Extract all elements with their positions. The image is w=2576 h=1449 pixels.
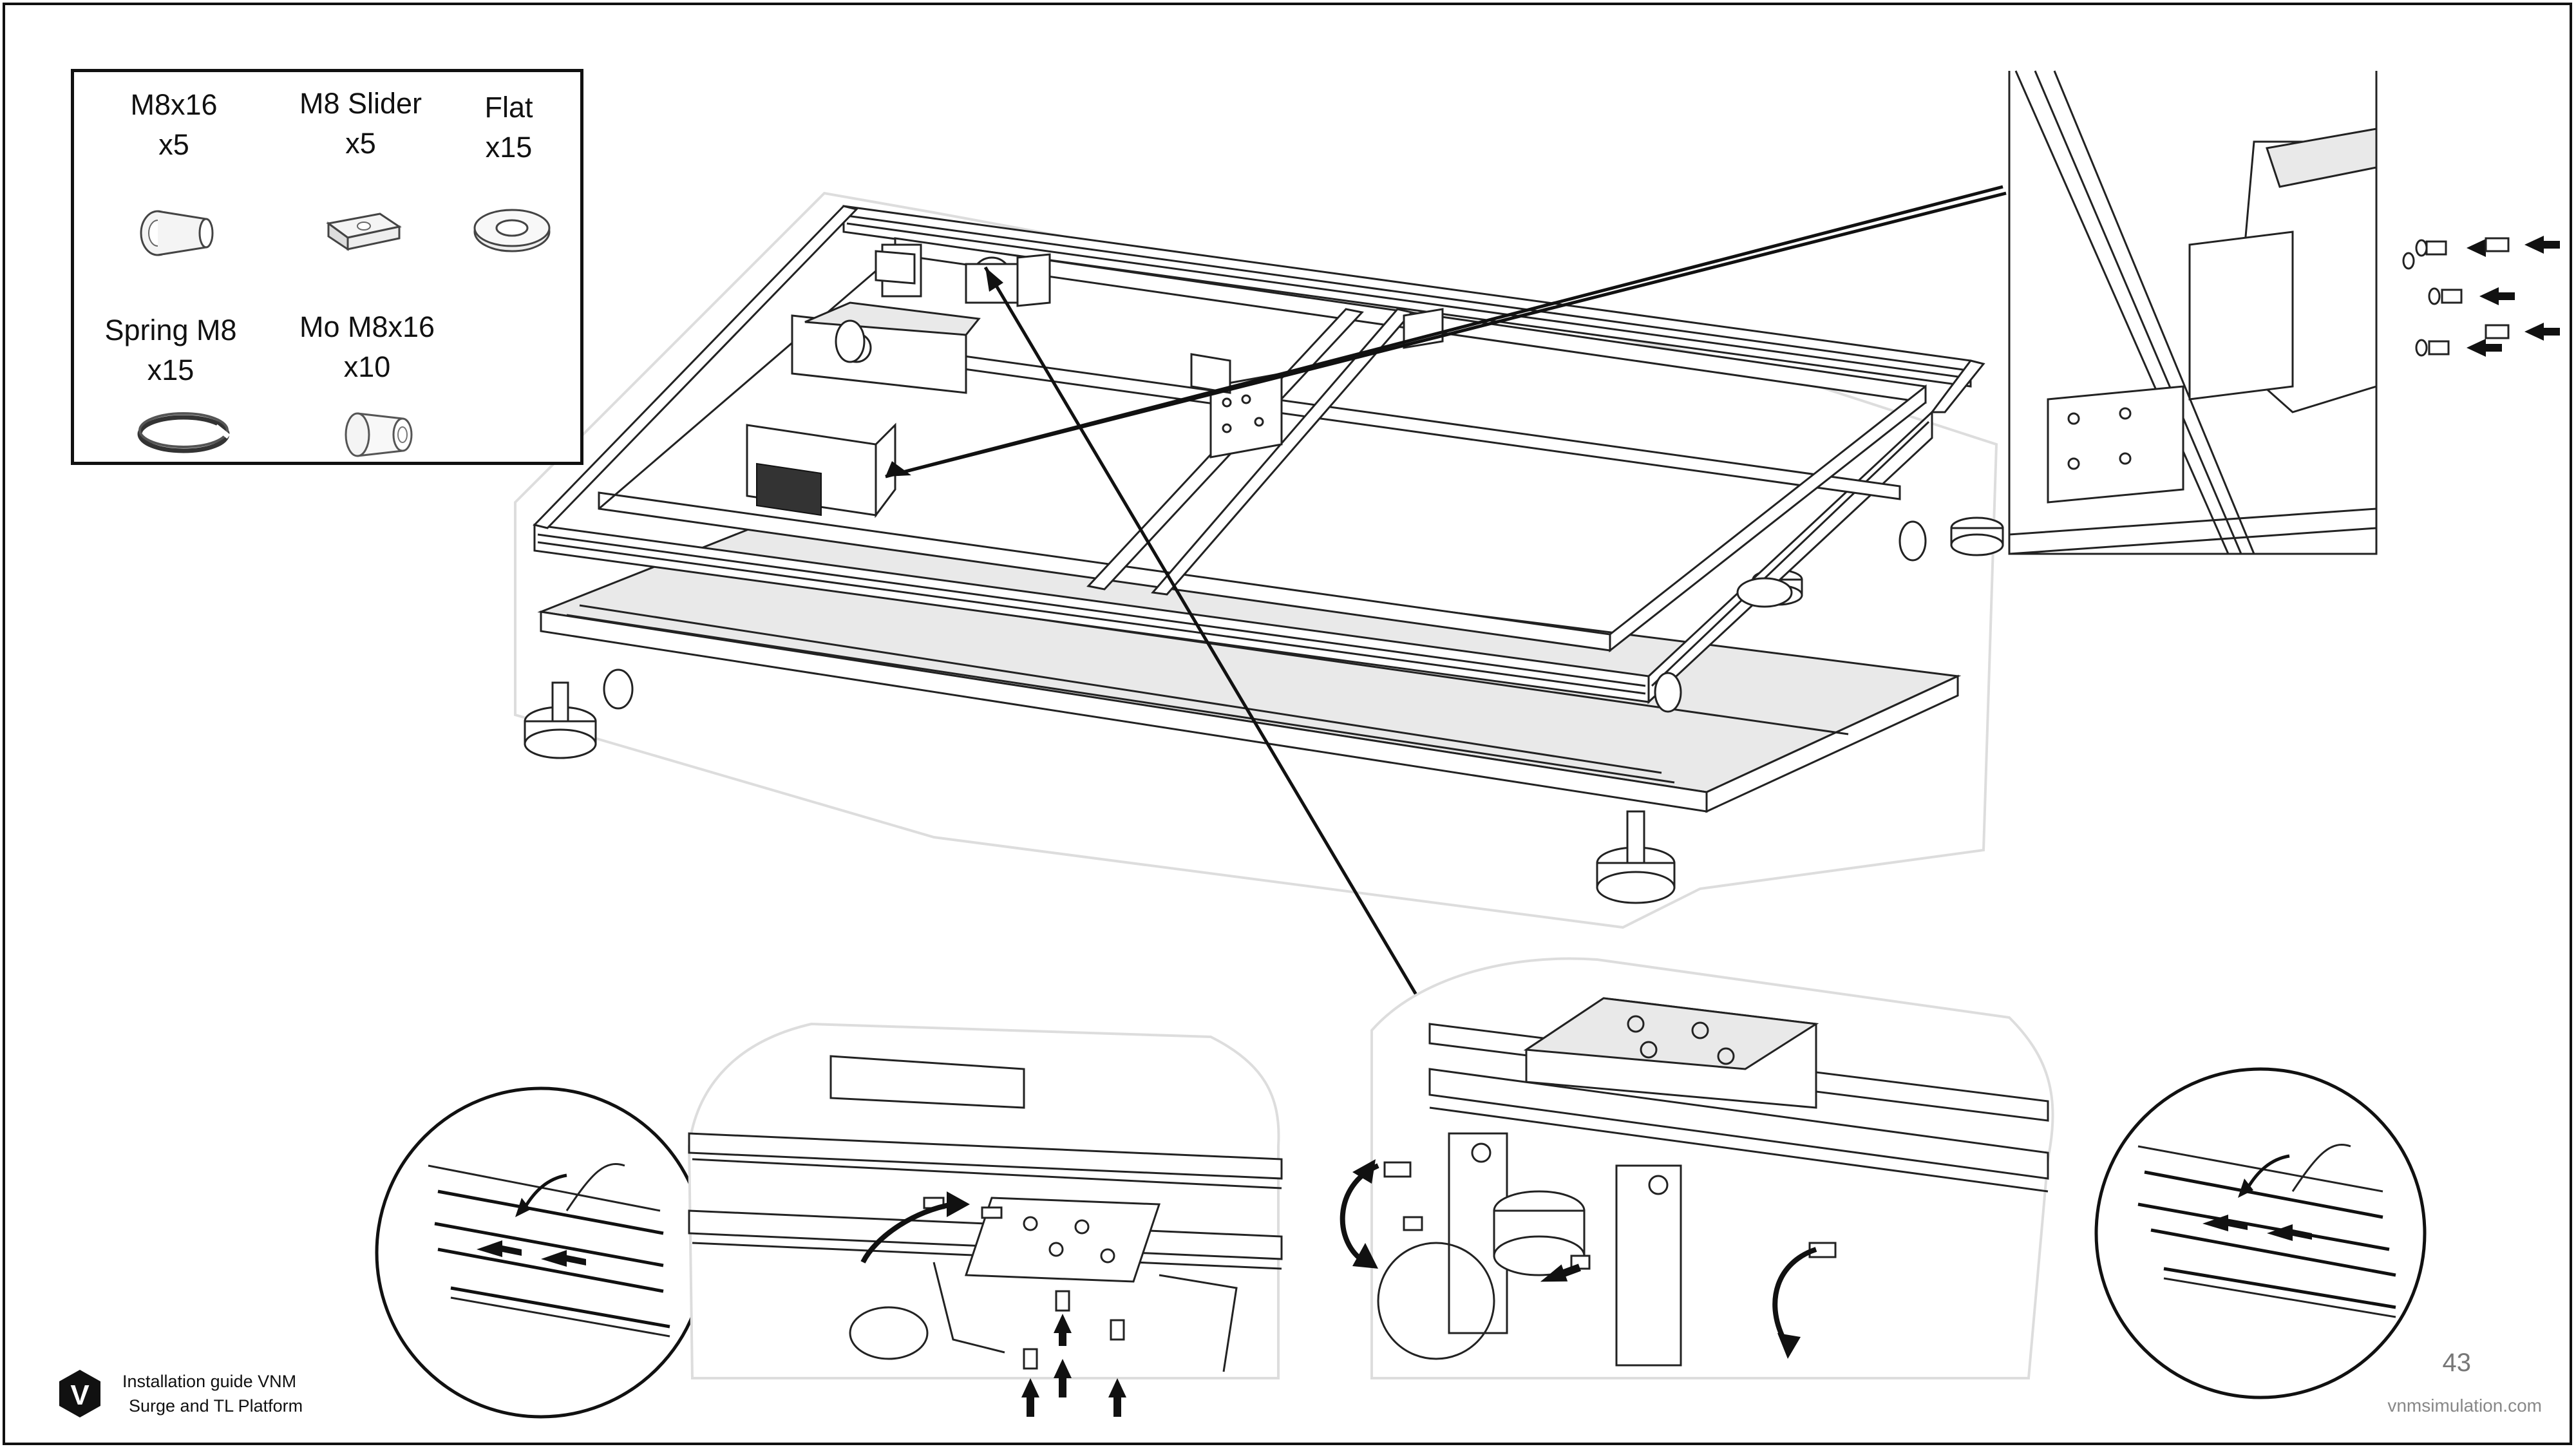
website-url: vnmsimulation.com <box>2387 1396 2542 1416</box>
part-name: Flat <box>484 91 533 124</box>
detail-view-slider-insertion <box>687 1022 1283 1417</box>
detail-view-bracket-mount <box>1340 957 2054 1379</box>
part-quantity: x10 <box>343 350 391 383</box>
part-mo-m8x16-label: Mo M8x16 x10 <box>290 307 444 387</box>
part-quantity: x5 <box>345 127 376 160</box>
flat-washer-icon <box>473 209 551 252</box>
spring-washer-icon <box>137 412 231 453</box>
part-name: M8 Slider <box>299 87 422 120</box>
page-number: 43 <box>2442 1349 2472 1377</box>
part-name: Mo M8x16 <box>299 310 435 343</box>
detail-view-actuator-end <box>2008 70 2378 555</box>
t-slot-slider-icon <box>326 213 402 251</box>
callout-leader-lines <box>885 185 2007 1019</box>
guide-title-line-2: Surge and TL Platform <box>129 1396 303 1416</box>
part-quantity: x5 <box>158 128 189 161</box>
detail-circle-right <box>2094 1067 2427 1399</box>
button-bolt-icon <box>345 412 413 457</box>
part-spring-m8-label: Spring M8 x15 <box>93 310 248 390</box>
leveling-feet <box>524 516 2004 904</box>
upper-frame <box>533 205 1985 705</box>
logo-letter: V <box>70 1379 90 1411</box>
part-quantity: x15 <box>485 131 533 164</box>
part-quantity: x15 <box>147 354 194 386</box>
detail-circle-left <box>375 1086 707 1419</box>
part-m8x16-label: M8x16 x5 <box>109 85 238 165</box>
part-name: M8x16 <box>130 88 218 121</box>
socket-bolt-icon <box>140 210 214 256</box>
center-brackets <box>875 250 1444 459</box>
part-flat-label: Flat x15 <box>457 88 560 167</box>
part-name: Spring M8 <box>104 314 237 346</box>
part-m8-slider-label: M8 Slider x5 <box>290 84 431 164</box>
platform-frame-drawing <box>514 191 2004 929</box>
vnm-logo-icon: V <box>59 1370 100 1417</box>
screw-insert-arrows-right <box>2402 236 2560 357</box>
page-border <box>3 3 2572 1445</box>
casters <box>603 319 1927 713</box>
guide-title-line-1: Installation guide VNM <box>122 1372 297 1391</box>
parts-list: M8x16 x5 M8 Slider x5 Flat x15 Spring M8… <box>71 69 583 465</box>
